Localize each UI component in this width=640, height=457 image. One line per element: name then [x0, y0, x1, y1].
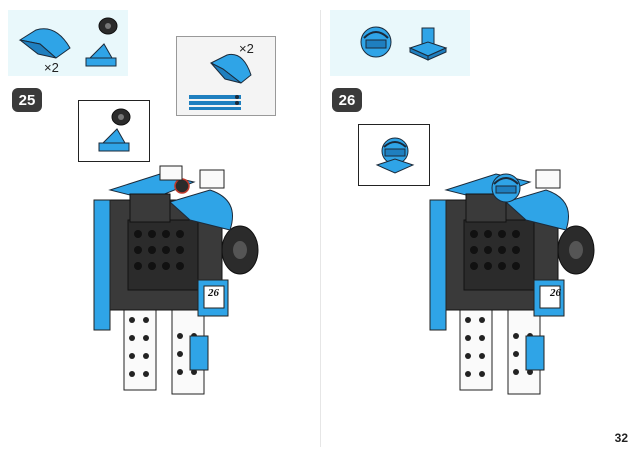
part-quantity: ×2 — [44, 60, 59, 75]
steering-wheel-icon — [85, 17, 118, 67]
callout-subassembly: ×2 — [176, 36, 276, 116]
step-number-badge: 26 — [332, 88, 362, 112]
subassembly-quantity: ×2 — [239, 41, 254, 56]
robot-model-step-25 — [93, 165, 259, 395]
helmet-head-icon — [375, 137, 415, 174]
robot-model-step-26 — [429, 169, 595, 395]
callout-helmet-head — [358, 124, 430, 186]
robot-number-label: 26 — [550, 287, 561, 299]
step-number-badge: 25 — [12, 88, 42, 112]
robot-number-label: 26 — [208, 287, 219, 299]
steering-wheel-icon — [98, 108, 131, 152]
callout-steering-wheel — [78, 100, 150, 162]
round-stud-plate-icon — [408, 27, 448, 61]
helmet-head-icon — [360, 26, 392, 58]
curved-slope-stack-icon — [189, 53, 252, 110]
page-number: 32 — [614, 431, 628, 445]
parts-box-step-26 — [330, 10, 470, 76]
parts-box-step-25: ×2 — [8, 10, 128, 76]
curved-slope-brick-icon — [18, 28, 71, 59]
page-divider — [320, 10, 321, 447]
